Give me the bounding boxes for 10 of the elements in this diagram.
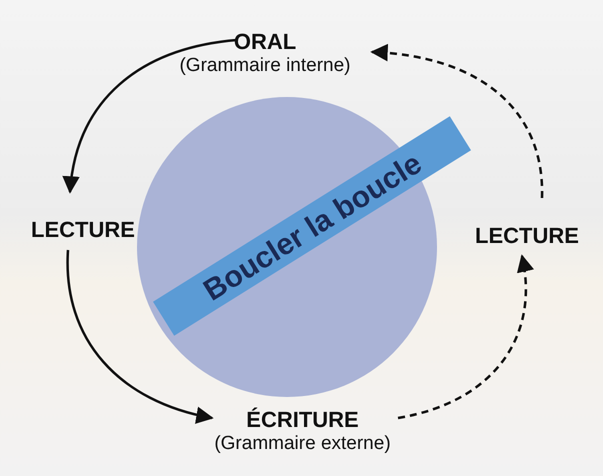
curved-arrow — [63, 38, 238, 194]
node-title: ORAL — [234, 29, 296, 55]
curved-arrow — [370, 44, 544, 198]
node-title: LECTURE — [475, 223, 579, 249]
curved-arrow — [66, 250, 214, 424]
curved-arrow — [398, 254, 534, 420]
node-title: ÉCRITURE — [246, 407, 359, 433]
node-title: LECTURE — [31, 217, 135, 243]
node-subtitle: (Grammaire externe) — [214, 433, 391, 455]
node-subtitle: (Grammaire interne) — [179, 55, 351, 77]
